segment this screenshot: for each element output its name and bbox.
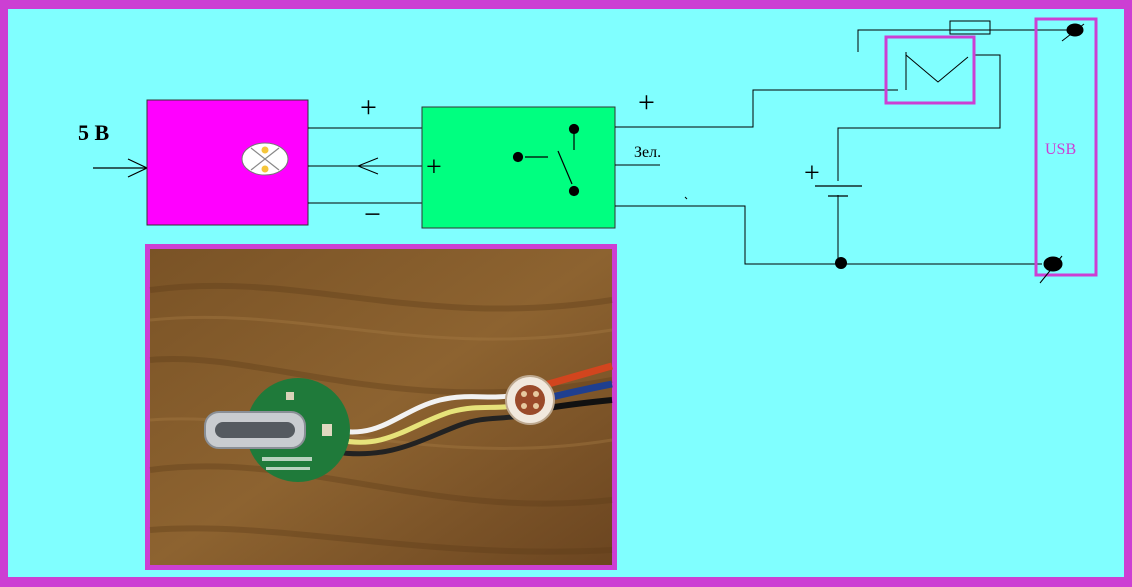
battery-icon: [815, 185, 862, 197]
plus-label-left: +: [360, 91, 377, 124]
plus-label-right: +: [638, 86, 655, 119]
switch-contact-icon: [512, 123, 580, 197]
connection-wires-left: [308, 127, 422, 204]
indicator-lamp-icon: [241, 142, 289, 176]
photo-usb-module: [145, 244, 617, 570]
switch-module-block: [421, 106, 616, 229]
relay-contact-icon: [905, 52, 969, 90]
resistor-icon: [949, 20, 991, 35]
input-voltage-label: 5 В: [78, 120, 110, 145]
usb-terminal-icon: [1039, 23, 1085, 284]
usb-label: USB: [1045, 141, 1076, 158]
usb-connector-outline: [1034, 17, 1098, 277]
relay-outline: [884, 35, 976, 105]
minus-label-left: −: [364, 198, 381, 231]
plus-label-inner: +: [426, 152, 442, 183]
junction-dot: [835, 257, 847, 269]
battery-plus-label: +: [804, 158, 820, 189]
connection-wires-right: [615, 29, 1078, 265]
green-wire-label: Зел.: [634, 144, 661, 161]
